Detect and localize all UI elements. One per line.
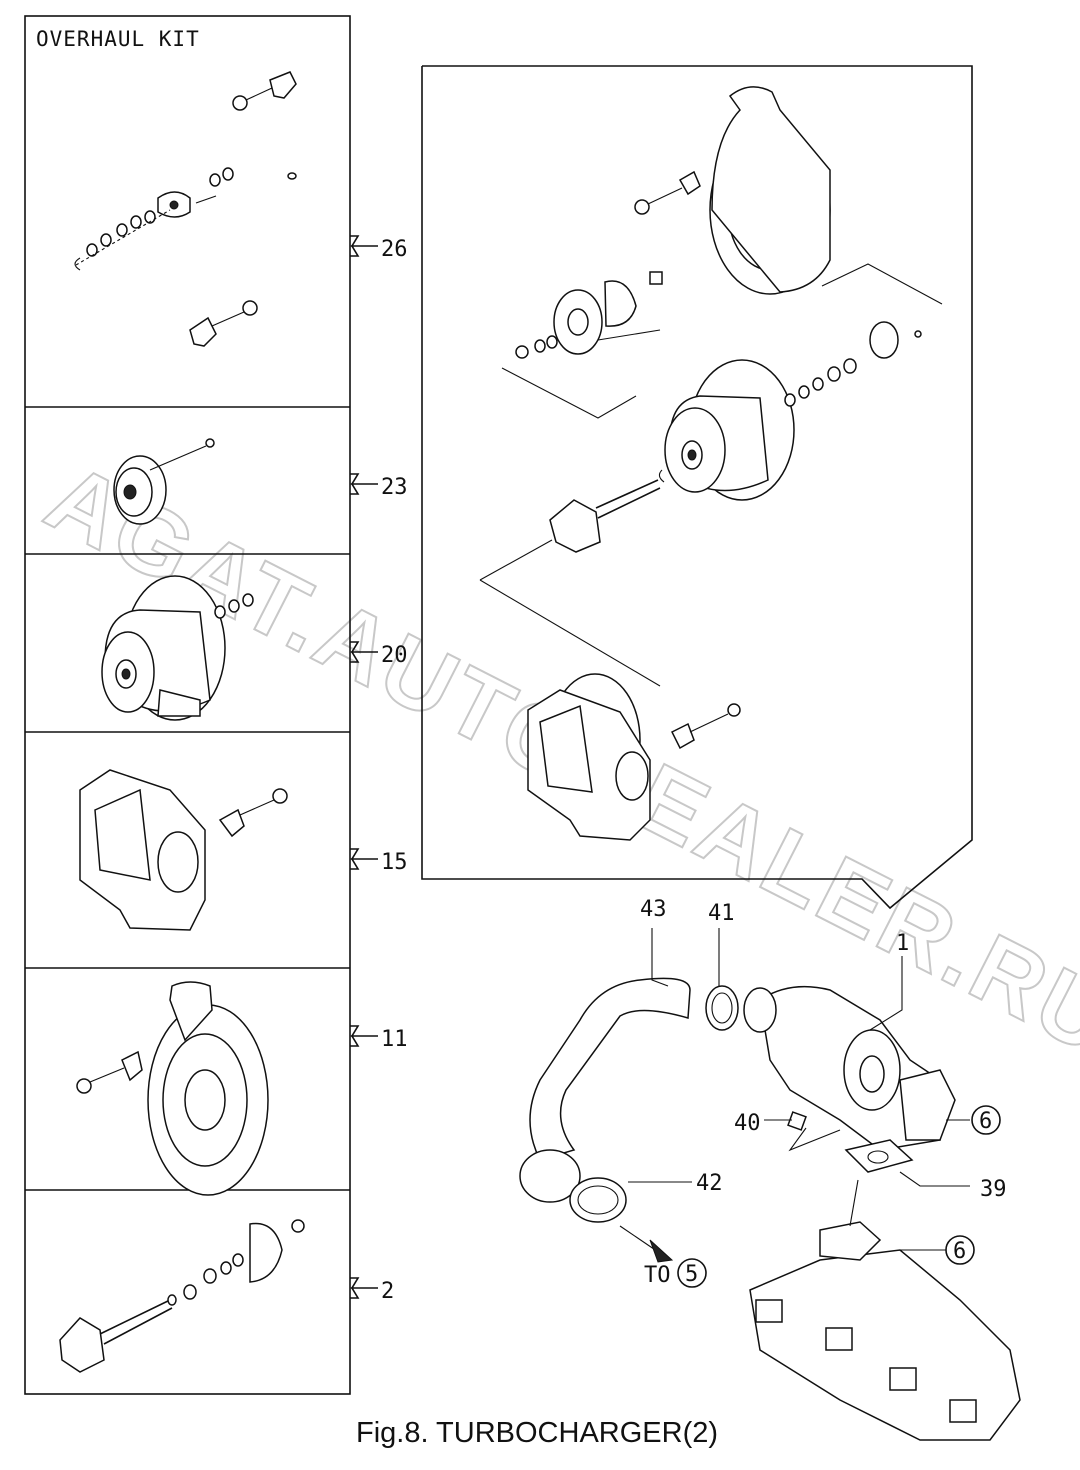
exploded-frame [421, 65, 973, 910]
part-number-label: 11 [381, 1027, 408, 1052]
lock-plate-icon [678, 170, 701, 196]
ref-circle [945, 1235, 975, 1265]
lock-plate-icon [269, 71, 297, 99]
lock-plate-icon [121, 1050, 143, 1082]
compressor-housing-illustration [76, 981, 269, 1196]
callout-clamp-upper: 41 [708, 901, 735, 926]
part-number-label: 20 [381, 643, 408, 668]
figure-title: Fig.8. TURBOCHARGER(2) [356, 1417, 718, 1449]
arrow-icon [649, 1239, 674, 1263]
hose-clamp-upper [705, 985, 739, 1031]
hose-clamp-lower [569, 1177, 627, 1223]
kit-header: OVERHAUL KIT [36, 27, 200, 51]
callout-hose: 43 [640, 897, 667, 922]
turbine-housing-illustration [79, 769, 288, 931]
ref-circle [971, 1105, 1001, 1135]
callout-to-label: TO [644, 1263, 671, 1288]
nut-icon [787, 1111, 807, 1131]
brace-11 [350, 1025, 378, 1047]
bearing-housing-large [658, 263, 943, 501]
hose-end [519, 1149, 581, 1203]
intake-hose [529, 977, 691, 1161]
lock-plate-icon [670, 722, 695, 750]
callout-ref-lower: 6 [953, 1239, 966, 1264]
callout-clamp-lower: 42 [696, 1171, 723, 1196]
lock-plate-icon [218, 808, 245, 838]
impeller-icon [604, 280, 637, 327]
kit-panel-frame [24, 15, 351, 1395]
part-number-label: 2 [381, 1279, 394, 1304]
turbine-housing-large [479, 579, 741, 841]
exhaust-manifold [749, 1249, 1021, 1441]
callout-gasket: 39 [980, 1177, 1007, 1202]
brace-2 [350, 1277, 378, 1299]
brace-20 [350, 641, 378, 663]
gasket-icon [844, 1139, 914, 1173]
seal-kit-parts-illustration [74, 71, 297, 347]
back-plate-parts [501, 271, 663, 419]
callout-nut: 40 [734, 1111, 761, 1136]
turbine-shaft [479, 479, 661, 581]
exploded-view-panel [421, 65, 973, 910]
brace-15 [350, 848, 378, 870]
back-plate-illustration [113, 438, 215, 525]
bearing-housing-illustration [101, 575, 254, 721]
part-number-label: 26 [381, 237, 408, 262]
brace-23 [350, 473, 378, 495]
callout-turbo-assembly: 1 [896, 931, 909, 956]
overhaul-kit-panel: OVERHAUL KIT 26 23 20 15 11 2 [24, 15, 408, 1395]
part-number-label: 15 [381, 850, 408, 875]
callout-ref-upper: 6 [979, 1109, 992, 1134]
lock-plate-icon [189, 316, 217, 347]
shaft-wheel-illustration [59, 1219, 305, 1373]
part-number-label: 23 [381, 475, 408, 500]
brace-26 [350, 235, 378, 257]
compressor-housing-large [634, 86, 831, 295]
ref-circle [677, 1258, 707, 1288]
callout-to-ref: 5 [685, 1262, 698, 1287]
lower-assembly: 43 41 1 40 39 42 6 6 TO 5 [519, 897, 1021, 1441]
